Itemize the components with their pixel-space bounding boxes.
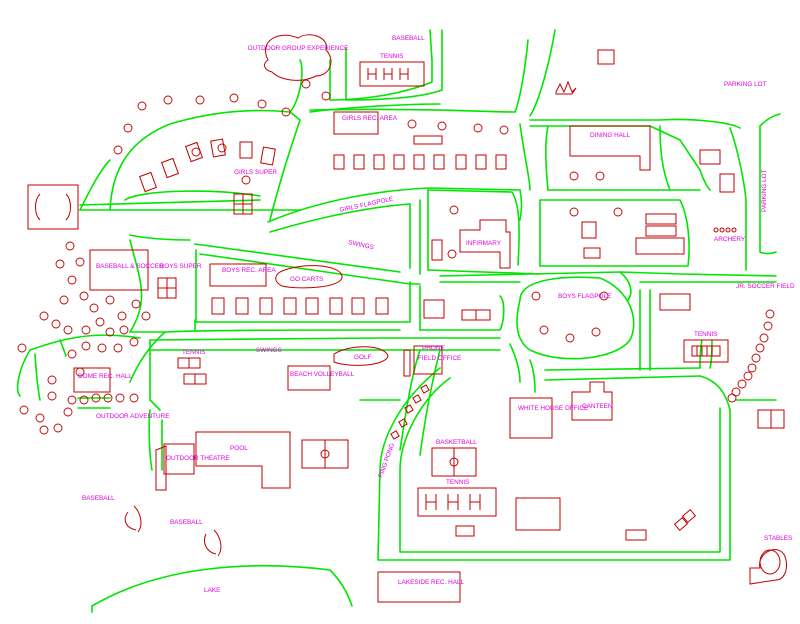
- label-girls-super: GIRLS SUPER: [234, 169, 277, 176]
- label-outdoor-group: OUTDOOR GROUP EXPERIENCE: [248, 45, 349, 52]
- label-go-carts: GO CARTS: [290, 276, 323, 283]
- label-girls-rec-area: GIRLS REC. AREA: [342, 115, 398, 122]
- label-stables: STABLES: [764, 535, 792, 542]
- label-tennis-top: TENNIS: [380, 53, 403, 60]
- label-baseball-top: BASEBALL: [392, 35, 425, 42]
- label-golf: GOLF: [354, 354, 371, 361]
- label-archery: ARCHERY: [714, 236, 746, 243]
- label-basketball: BASKETBALL: [436, 439, 477, 446]
- label-boys-flagpole: BOYS FLAGPOLE: [558, 293, 611, 300]
- label-outdoor-theatre: OUTDOOR THEATRE: [166, 455, 230, 462]
- label-field-office: FIELD OFFICE: [418, 355, 461, 362]
- label-baseball-soccer: BASEBALL & SOCCER: [96, 263, 164, 270]
- label-beach-volleyball: BEACH VOLLEYBALL: [290, 371, 355, 378]
- label-boys-super: BOYS SUPER: [160, 263, 202, 270]
- label-parking-lot: PARKING LOT: [724, 81, 767, 88]
- label-tennis-east: TENNIS: [694, 331, 717, 338]
- label-parking-lot-vertical: PARKING LOT: [761, 169, 768, 212]
- label-baseball-sw1: BASEBALL: [82, 495, 115, 502]
- label-swings-south: SWINGS: [256, 347, 282, 354]
- label-lake: LAKE: [204, 587, 220, 594]
- label-dome-rec-hall: DOME REC. HALL: [78, 373, 132, 380]
- label-dining-hall: DINING HALL: [590, 132, 631, 139]
- buildings: [27, 34, 787, 603]
- label-phone: PHONE: [422, 345, 445, 352]
- label-tennis-south: TENNIS: [446, 479, 469, 486]
- paths: [16, 29, 781, 613]
- label-pool: POOL: [230, 445, 248, 452]
- label-tennis-west: TENNIS: [182, 349, 205, 356]
- label-boys-rec-area: BOYS REC. AREA: [222, 267, 276, 274]
- label-swings-north: SWINGS: [348, 239, 375, 251]
- label-canteen: CANTEEN: [582, 403, 613, 410]
- label-jr-soccer: JR. SOCCER FIELD: [736, 283, 795, 290]
- label-lakeside-rec-hall: LAKESIDE REC. HALL: [398, 579, 465, 586]
- label-infirmary: INFIRMARY: [466, 240, 502, 247]
- label-outdoor-adventure: OUTDOOR ADVENTURE: [96, 413, 170, 420]
- label-white-house-office: WHITE HOUSE OFFICE: [518, 405, 588, 412]
- label-baseball-sw2: BASEBALL: [170, 519, 203, 526]
